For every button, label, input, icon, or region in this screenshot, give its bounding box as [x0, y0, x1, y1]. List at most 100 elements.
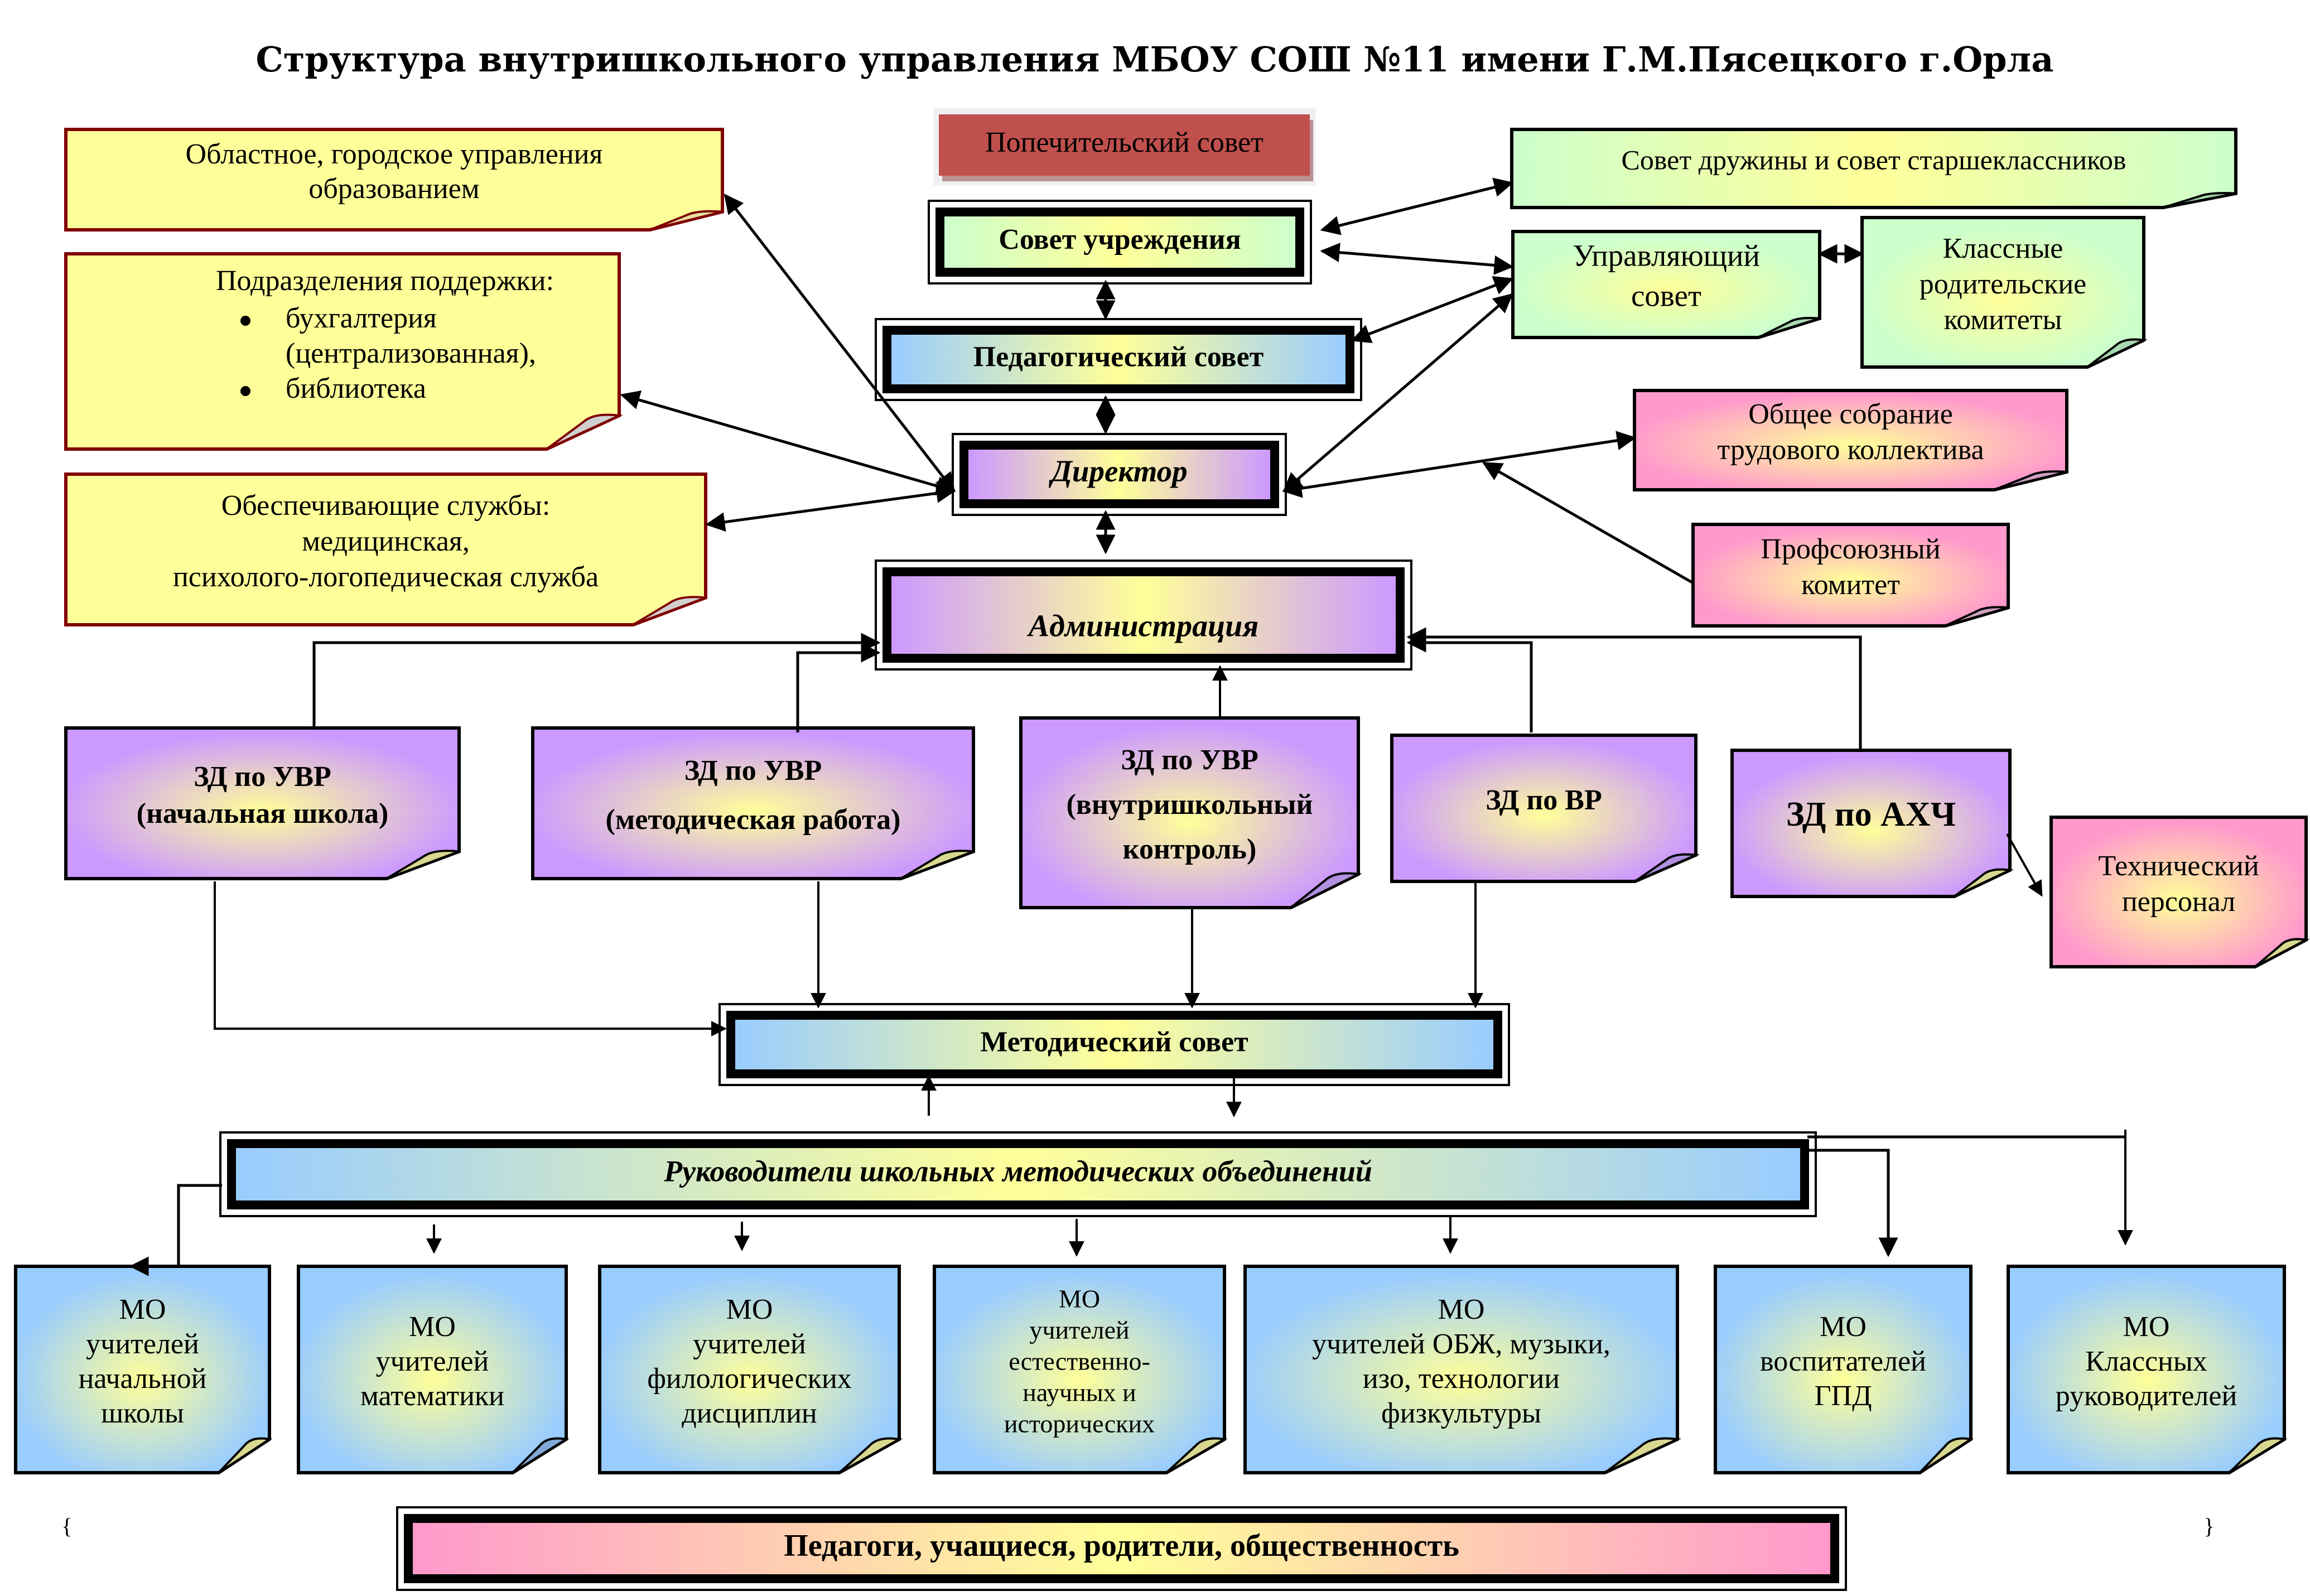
support-unit-item: (централизованная),: [286, 337, 536, 369]
node-parent-committees: Классные родительские комитеты: [1860, 216, 2148, 369]
node-label-line: комитет: [1801, 569, 1900, 601]
node-shape: [939, 114, 1310, 176]
folded-corner-icon: [649, 210, 723, 231]
node-label-line: психолого-логопедическая служба: [173, 561, 599, 593]
node-label-line: Профсоюзный: [1761, 533, 1940, 565]
folded-corner-icon: [632, 596, 706, 626]
connectors: [129, 177, 2133, 1276]
folded-corner-icon: [1758, 316, 1820, 339]
support-units-heading: Подразделения поддержки:: [216, 265, 554, 297]
node-label-line: филологических: [647, 1363, 852, 1395]
node-label-line: МО: [119, 1294, 166, 1325]
connector-institution-student-council: [1320, 177, 1514, 235]
frame-fill: [891, 335, 1346, 384]
node-trustee-council: Попечительский совет: [933, 108, 1315, 186]
folded-corner-icon: [2228, 1437, 2288, 1474]
node-deputy-upbringing: ЗД по ВР: [1390, 734, 1700, 883]
folded-corner-icon: [512, 1437, 570, 1474]
node-label-line: учителей: [1029, 1316, 1129, 1344]
node-label-line: Попечительский совет: [985, 127, 1263, 158]
node-pedagogical-council: Педагогический совет: [875, 318, 1362, 401]
node-support-units: Подразделения поддержки: бухгалтерия(цент…: [64, 252, 624, 451]
node-label-line: МО: [1820, 1311, 1867, 1343]
node-label-line: воспитателей: [1760, 1346, 1926, 1377]
connector-director-services: [705, 483, 956, 532]
node-director: Директор: [952, 433, 1287, 516]
node-label-line: учителей: [693, 1328, 806, 1360]
node-label-line: Администрация: [1027, 609, 1258, 643]
folded-corner-icon: [1604, 1437, 1682, 1474]
frame-fill: [413, 1523, 1830, 1574]
node-student-council: Совет дружины и совет старшеклассников: [1510, 128, 2237, 209]
connector-deputy-admin-admin: [1406, 627, 1862, 749]
node-label-line: комитеты: [1944, 304, 2062, 336]
connector-deputy-upbringing-admin: [1406, 633, 1533, 732]
connector-union-assembly: [1482, 461, 1694, 585]
node-label-line: учителей ОБЖ, музыки,: [1312, 1328, 1610, 1360]
node-label-line: математики: [360, 1380, 504, 1412]
bullet-icon: [240, 316, 250, 326]
folded-corner-icon: [385, 850, 460, 880]
folded-corner-icon: [218, 1437, 273, 1474]
node-deputy-admin: ЗД по АХЧ: [1730, 749, 2014, 898]
node-label-line: учителей: [376, 1346, 489, 1377]
frame-fill: [968, 450, 1270, 499]
folded-corner-icon: [900, 850, 974, 880]
node-label-line: Педагогический совет: [973, 341, 1264, 373]
node-label-line: ЗД по УВР: [194, 761, 331, 793]
node-label-line: образованием: [308, 173, 479, 205]
connector-director-support: [620, 390, 956, 496]
connector-pedagogical-governing: [1351, 276, 1514, 343]
node-deputy-primary: ЗД по УВР(начальная школа): [64, 726, 461, 880]
node-label-line: родительские: [1920, 268, 2087, 300]
node-label-line: физкультуры: [1381, 1397, 1541, 1429]
connector-director-assembly: [1282, 431, 1637, 498]
frame-fill: [944, 216, 1295, 268]
node-mo-heads: Руководители школьных методических объед…: [219, 1131, 1817, 1217]
node-label-line: исторических: [1004, 1410, 1155, 1438]
node-label-line: Классных: [2085, 1346, 2207, 1377]
node-label-line: МО: [409, 1311, 456, 1343]
node-label-line: Совет учреждения: [999, 224, 1241, 255]
node-label-line: МО: [1438, 1294, 1485, 1325]
folded-corner-icon: [1994, 470, 2067, 491]
connector-deputy-admin-technical: [2006, 833, 2043, 897]
node-label-line: Директор: [1048, 454, 1187, 488]
frame-fill: [735, 1020, 1493, 1069]
folded-corner-icon: [1918, 1437, 1974, 1474]
folded-corner-icon: [1290, 872, 1362, 909]
node-service-units: Обеспечивающие службы:медицинская, психол…: [64, 472, 707, 626]
connector-heads-mo-primary: [129, 1184, 222, 1276]
node-label-line: Руководители школьных методических объед…: [663, 1154, 1372, 1188]
node-trade-union: Профсоюзный комитет: [1691, 523, 2010, 628]
node-regional-education: Областное, городское управленияобразован…: [64, 128, 724, 232]
node-label-line: (внутришкольный: [1066, 789, 1313, 821]
folded-corner-icon: [1945, 606, 2009, 627]
node-label-line: Общее собрание: [1748, 398, 1953, 430]
node-label-line: Обеспечивающие службы:: [221, 490, 551, 522]
node-label-line: медицинская,: [302, 525, 470, 557]
node-label-line: МО: [2123, 1311, 2170, 1343]
node-label-line: Классные: [1943, 233, 2063, 264]
folded-corner-icon: [1165, 1437, 1228, 1474]
node-label-line: естественно-: [1009, 1347, 1150, 1376]
node-institution-council: Совет учреждения: [928, 200, 1312, 285]
bullet-icon: [240, 386, 250, 396]
node-label-line: Педагоги, учащиеся, родители, общественн…: [784, 1529, 1459, 1563]
node-label-line: МО: [726, 1294, 773, 1325]
right-margin-mark: }: [2203, 1513, 2214, 1539]
node-administration: Администрация: [875, 560, 1412, 671]
node-label-line: Методический совет: [980, 1026, 1248, 1058]
support-unit-item: бухгалтерия: [286, 302, 437, 334]
node-label-line: начальной: [79, 1363, 207, 1395]
connector-heads-mo-gpd: [1807, 1149, 1898, 1257]
node-label-line: ЗД по АХЧ: [1786, 795, 1956, 833]
folded-corner-icon: [2086, 338, 2148, 368]
node-label-line: учителей: [86, 1328, 199, 1360]
